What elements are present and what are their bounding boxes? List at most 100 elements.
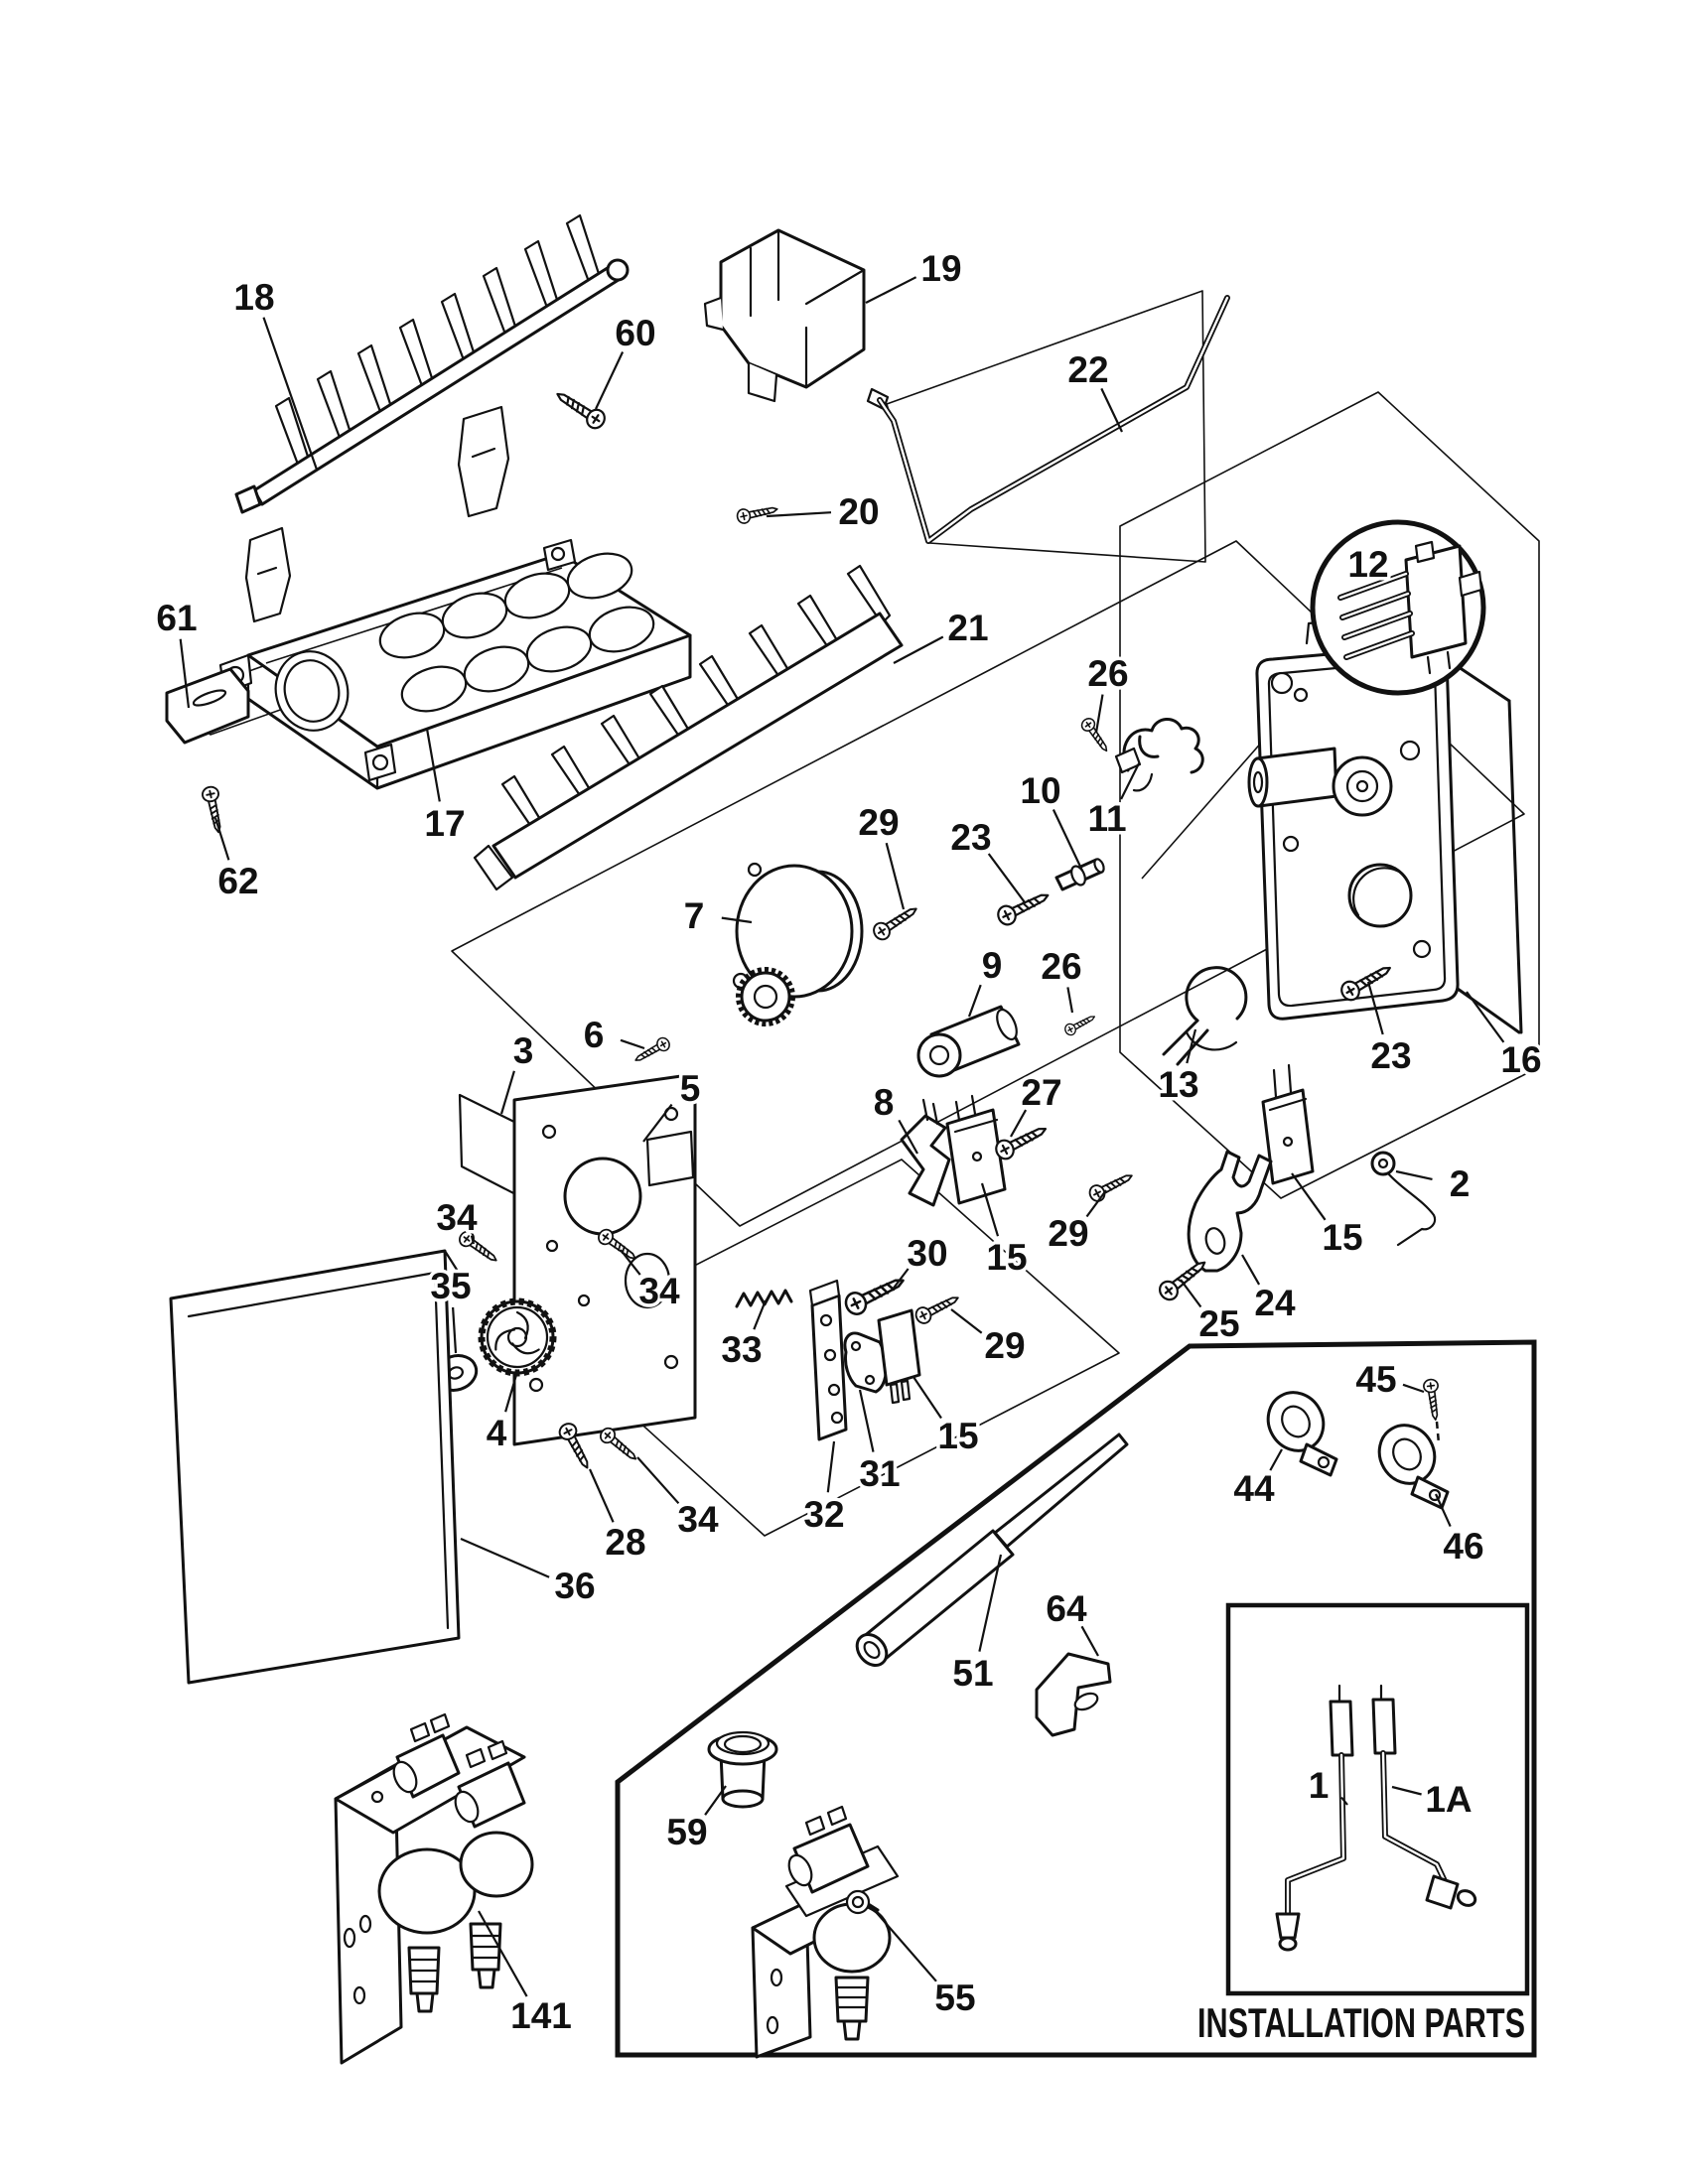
part-tube-1a bbox=[1371, 1684, 1477, 1910]
part-clip-13 bbox=[1162, 966, 1248, 1066]
leader-46-47 bbox=[1434, 1493, 1452, 1528]
part-bracket-64 bbox=[1035, 1652, 1112, 1737]
detail-circle-12 bbox=[1310, 519, 1486, 696]
part-switch-15-center bbox=[945, 1094, 1007, 1205]
leader-24-23 bbox=[1241, 1254, 1261, 1286]
leader-61-6 bbox=[179, 638, 191, 709]
screw-34-c bbox=[597, 1424, 641, 1466]
leader-29-30 bbox=[950, 1308, 983, 1334]
part-water-valve-141 bbox=[334, 1712, 534, 2065]
callout-45-46: 45 bbox=[1355, 1359, 1396, 1400]
part-pin-10 bbox=[1054, 858, 1105, 891]
part-grommet-2 bbox=[1370, 1151, 1437, 1247]
callout-29-28: 29 bbox=[1048, 1213, 1088, 1254]
part-clamp-44 bbox=[1266, 1391, 1338, 1477]
leader-29-28 bbox=[1085, 1189, 1107, 1218]
callout-32-39: 32 bbox=[803, 1494, 844, 1535]
part-tube-51 bbox=[855, 1433, 1129, 1667]
installation-parts-title: INSTALLATION PARTS bbox=[1197, 1999, 1525, 2046]
callout-15-41: 15 bbox=[937, 1416, 978, 1456]
part-mounting-plate-5 bbox=[512, 1072, 697, 1446]
callout-60-1: 60 bbox=[615, 313, 655, 353]
screw-30 bbox=[841, 1269, 910, 1319]
screw-25 bbox=[1155, 1254, 1212, 1304]
leader-9-16 bbox=[967, 984, 982, 1018]
callout-33-31: 33 bbox=[721, 1329, 762, 1370]
screw-62 bbox=[200, 784, 227, 835]
part-bracket-61 bbox=[165, 667, 250, 745]
callout-28-42: 28 bbox=[605, 1522, 645, 1563]
callout-34-43: 34 bbox=[677, 1499, 719, 1540]
leader-25-24 bbox=[1180, 1279, 1202, 1308]
part-motor-7 bbox=[732, 862, 864, 1026]
callout-21-5: 21 bbox=[947, 608, 988, 648]
callout-5-34: 5 bbox=[680, 1068, 701, 1109]
part-cover-36 bbox=[169, 1249, 461, 1685]
part-bracket-32 bbox=[808, 1279, 848, 1441]
leader-7-15 bbox=[721, 916, 753, 924]
callout-23-13: 23 bbox=[950, 817, 991, 858]
callout-18-0: 18 bbox=[233, 277, 274, 318]
screw-29-lower bbox=[912, 1290, 963, 1327]
callout-3-32: 3 bbox=[513, 1030, 534, 1071]
part-gear-4 bbox=[478, 1297, 557, 1377]
part-module-housing-16 bbox=[1247, 617, 1523, 1034]
callout-36-44: 36 bbox=[554, 1566, 595, 1606]
callout-9-16: 9 bbox=[982, 945, 1003, 986]
part-water-valve-55 bbox=[751, 1805, 900, 2059]
part-switch-15-lower bbox=[877, 1308, 921, 1405]
callout-15-27: 15 bbox=[986, 1237, 1027, 1278]
leader-15-41 bbox=[912, 1376, 942, 1420]
callout-59-50: 59 bbox=[666, 1812, 707, 1852]
callout-55-51: 55 bbox=[934, 1978, 975, 2018]
callout-1A-54: 1A bbox=[1425, 1779, 1472, 1820]
callout-17-7: 17 bbox=[424, 803, 465, 844]
callout-16-20: 16 bbox=[1500, 1039, 1541, 1080]
leader-19-2 bbox=[865, 276, 917, 304]
leader-51-48 bbox=[978, 1554, 1003, 1652]
callout-29-14: 29 bbox=[858, 802, 899, 843]
callout-29-30: 29 bbox=[984, 1325, 1025, 1366]
screw-27 bbox=[992, 1119, 1052, 1163]
leader-13-18 bbox=[1186, 1028, 1197, 1064]
callout-2-21: 2 bbox=[1450, 1163, 1471, 1204]
leader-23-13 bbox=[987, 853, 1026, 903]
callout-24-23: 24 bbox=[1254, 1283, 1296, 1323]
installation-parts-inner-box bbox=[1225, 1602, 1530, 1996]
part-ejector-18 bbox=[234, 213, 630, 623]
callout-26-17: 26 bbox=[1041, 946, 1081, 987]
callout-46-47: 46 bbox=[1443, 1526, 1483, 1567]
screw-29-motor bbox=[869, 900, 922, 944]
screw-23-upper bbox=[994, 886, 1053, 929]
leader-layer bbox=[179, 276, 1505, 1997]
screw-60 bbox=[551, 384, 610, 433]
leader-17-7 bbox=[425, 728, 441, 802]
leader-6-33 bbox=[620, 1038, 645, 1050]
callout-7-15: 7 bbox=[684, 895, 705, 936]
callout-4-37: 4 bbox=[487, 1413, 507, 1453]
leader-15-27 bbox=[980, 1182, 1000, 1237]
part-bushing-59 bbox=[707, 1730, 778, 1809]
callout-8-25: 8 bbox=[874, 1082, 895, 1123]
leader-60-1 bbox=[595, 351, 625, 410]
callout-13-18: 13 bbox=[1158, 1064, 1198, 1105]
leader-23-19 bbox=[1366, 981, 1384, 1035]
leader-62-8 bbox=[213, 817, 230, 861]
leader-4-37 bbox=[504, 1374, 518, 1413]
callout-35-36: 35 bbox=[430, 1266, 471, 1306]
part-lever-24 bbox=[1187, 1150, 1273, 1273]
screw-6 bbox=[632, 1034, 673, 1067]
leader-35-36 bbox=[452, 1306, 458, 1354]
callout-27-26: 27 bbox=[1021, 1072, 1061, 1113]
part-stripper-21 bbox=[473, 564, 904, 891]
callout-20-4: 20 bbox=[838, 491, 879, 532]
screw-29-center bbox=[1085, 1167, 1137, 1205]
leader-28-42 bbox=[588, 1468, 615, 1523]
part-switch-15-right bbox=[1261, 1063, 1315, 1185]
part-wire-harness-22 bbox=[866, 295, 1230, 544]
leader-10-12 bbox=[1052, 809, 1083, 872]
callout-23-19: 23 bbox=[1370, 1035, 1411, 1076]
leader-59-50 bbox=[704, 1785, 727, 1816]
